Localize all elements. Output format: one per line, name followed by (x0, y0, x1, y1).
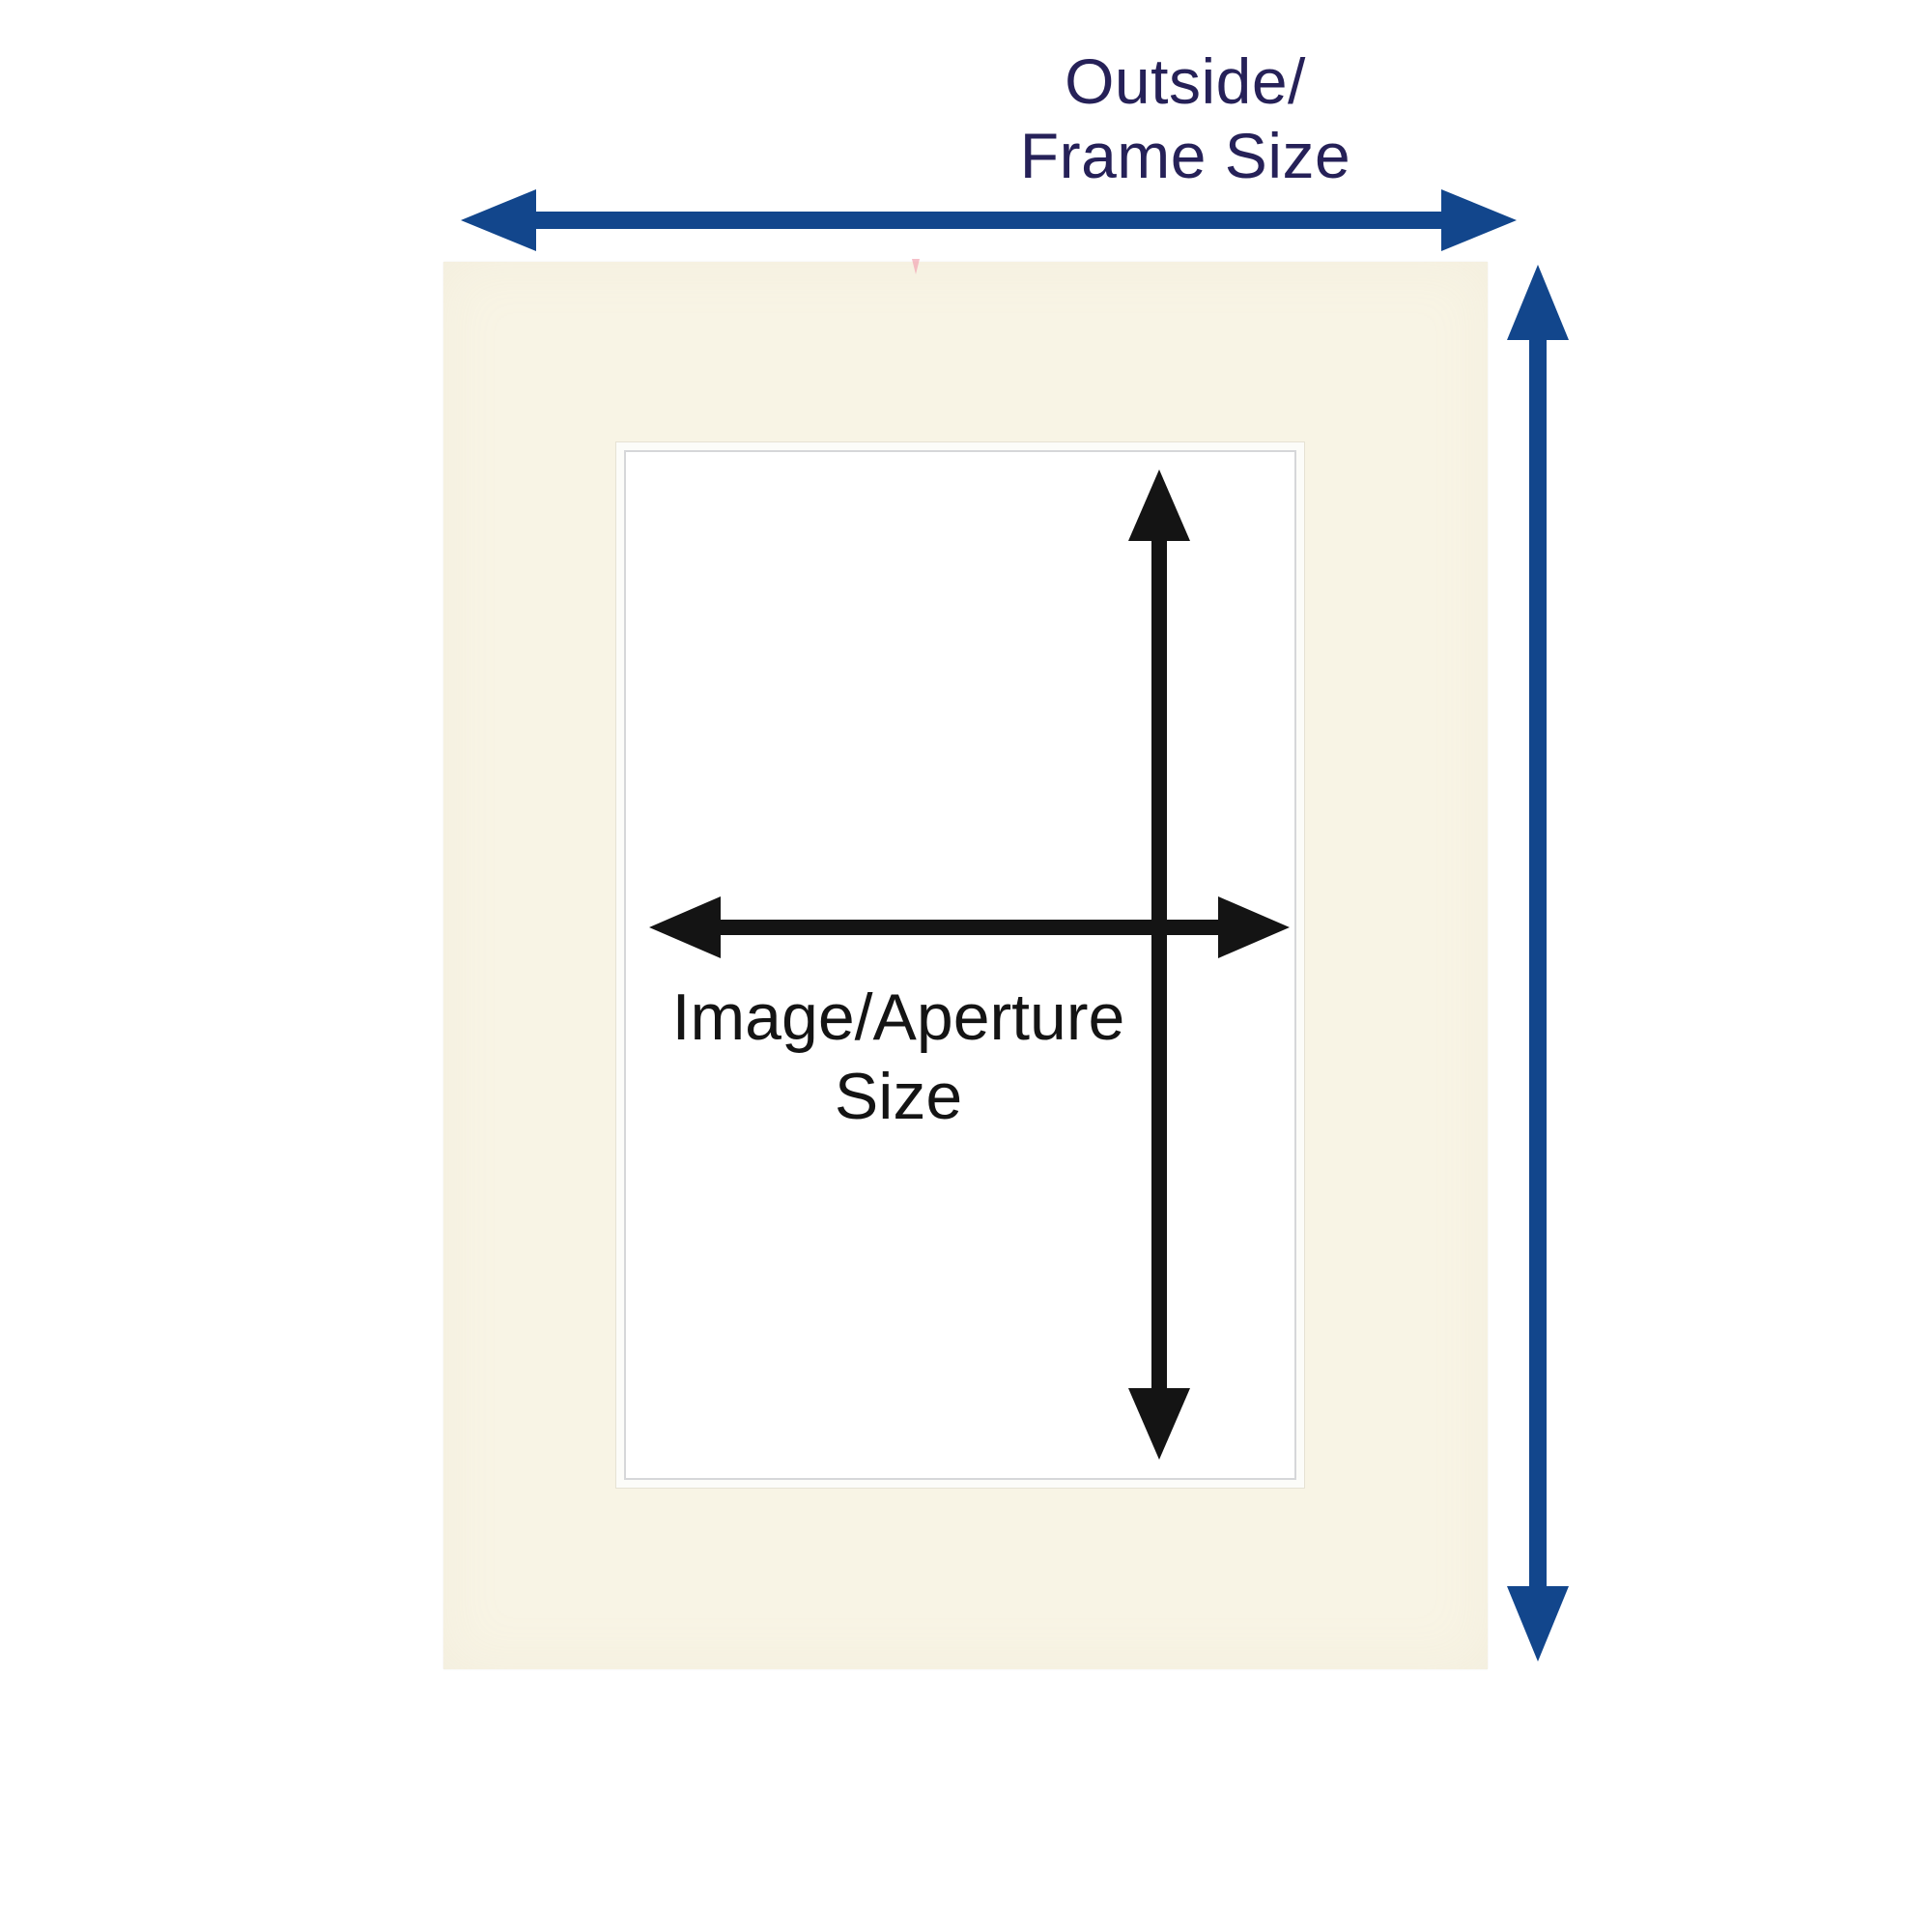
mat-edge-mark (912, 259, 920, 274)
image-aperture-size-label: Image/Aperture Size (609, 978, 1188, 1136)
aperture-height-arrow-icon (1128, 469, 1190, 1460)
frame-height-arrow-icon (1507, 265, 1569, 1662)
aperture-width-arrow-icon (649, 896, 1290, 958)
outside-frame-size-label-line2: Frame Size (1019, 120, 1351, 191)
aperture-window (626, 452, 1294, 1478)
image-aperture-size-label-line1: Image/Aperture (671, 980, 1125, 1054)
mat-board (443, 259, 1488, 1669)
outside-frame-size-label-line1: Outside/ (1065, 45, 1306, 117)
image-aperture-size-label-line2: Size (834, 1060, 963, 1133)
frame-width-arrow-icon (461, 189, 1517, 251)
outside-frame-size-label: Outside/ Frame Size (895, 44, 1475, 193)
